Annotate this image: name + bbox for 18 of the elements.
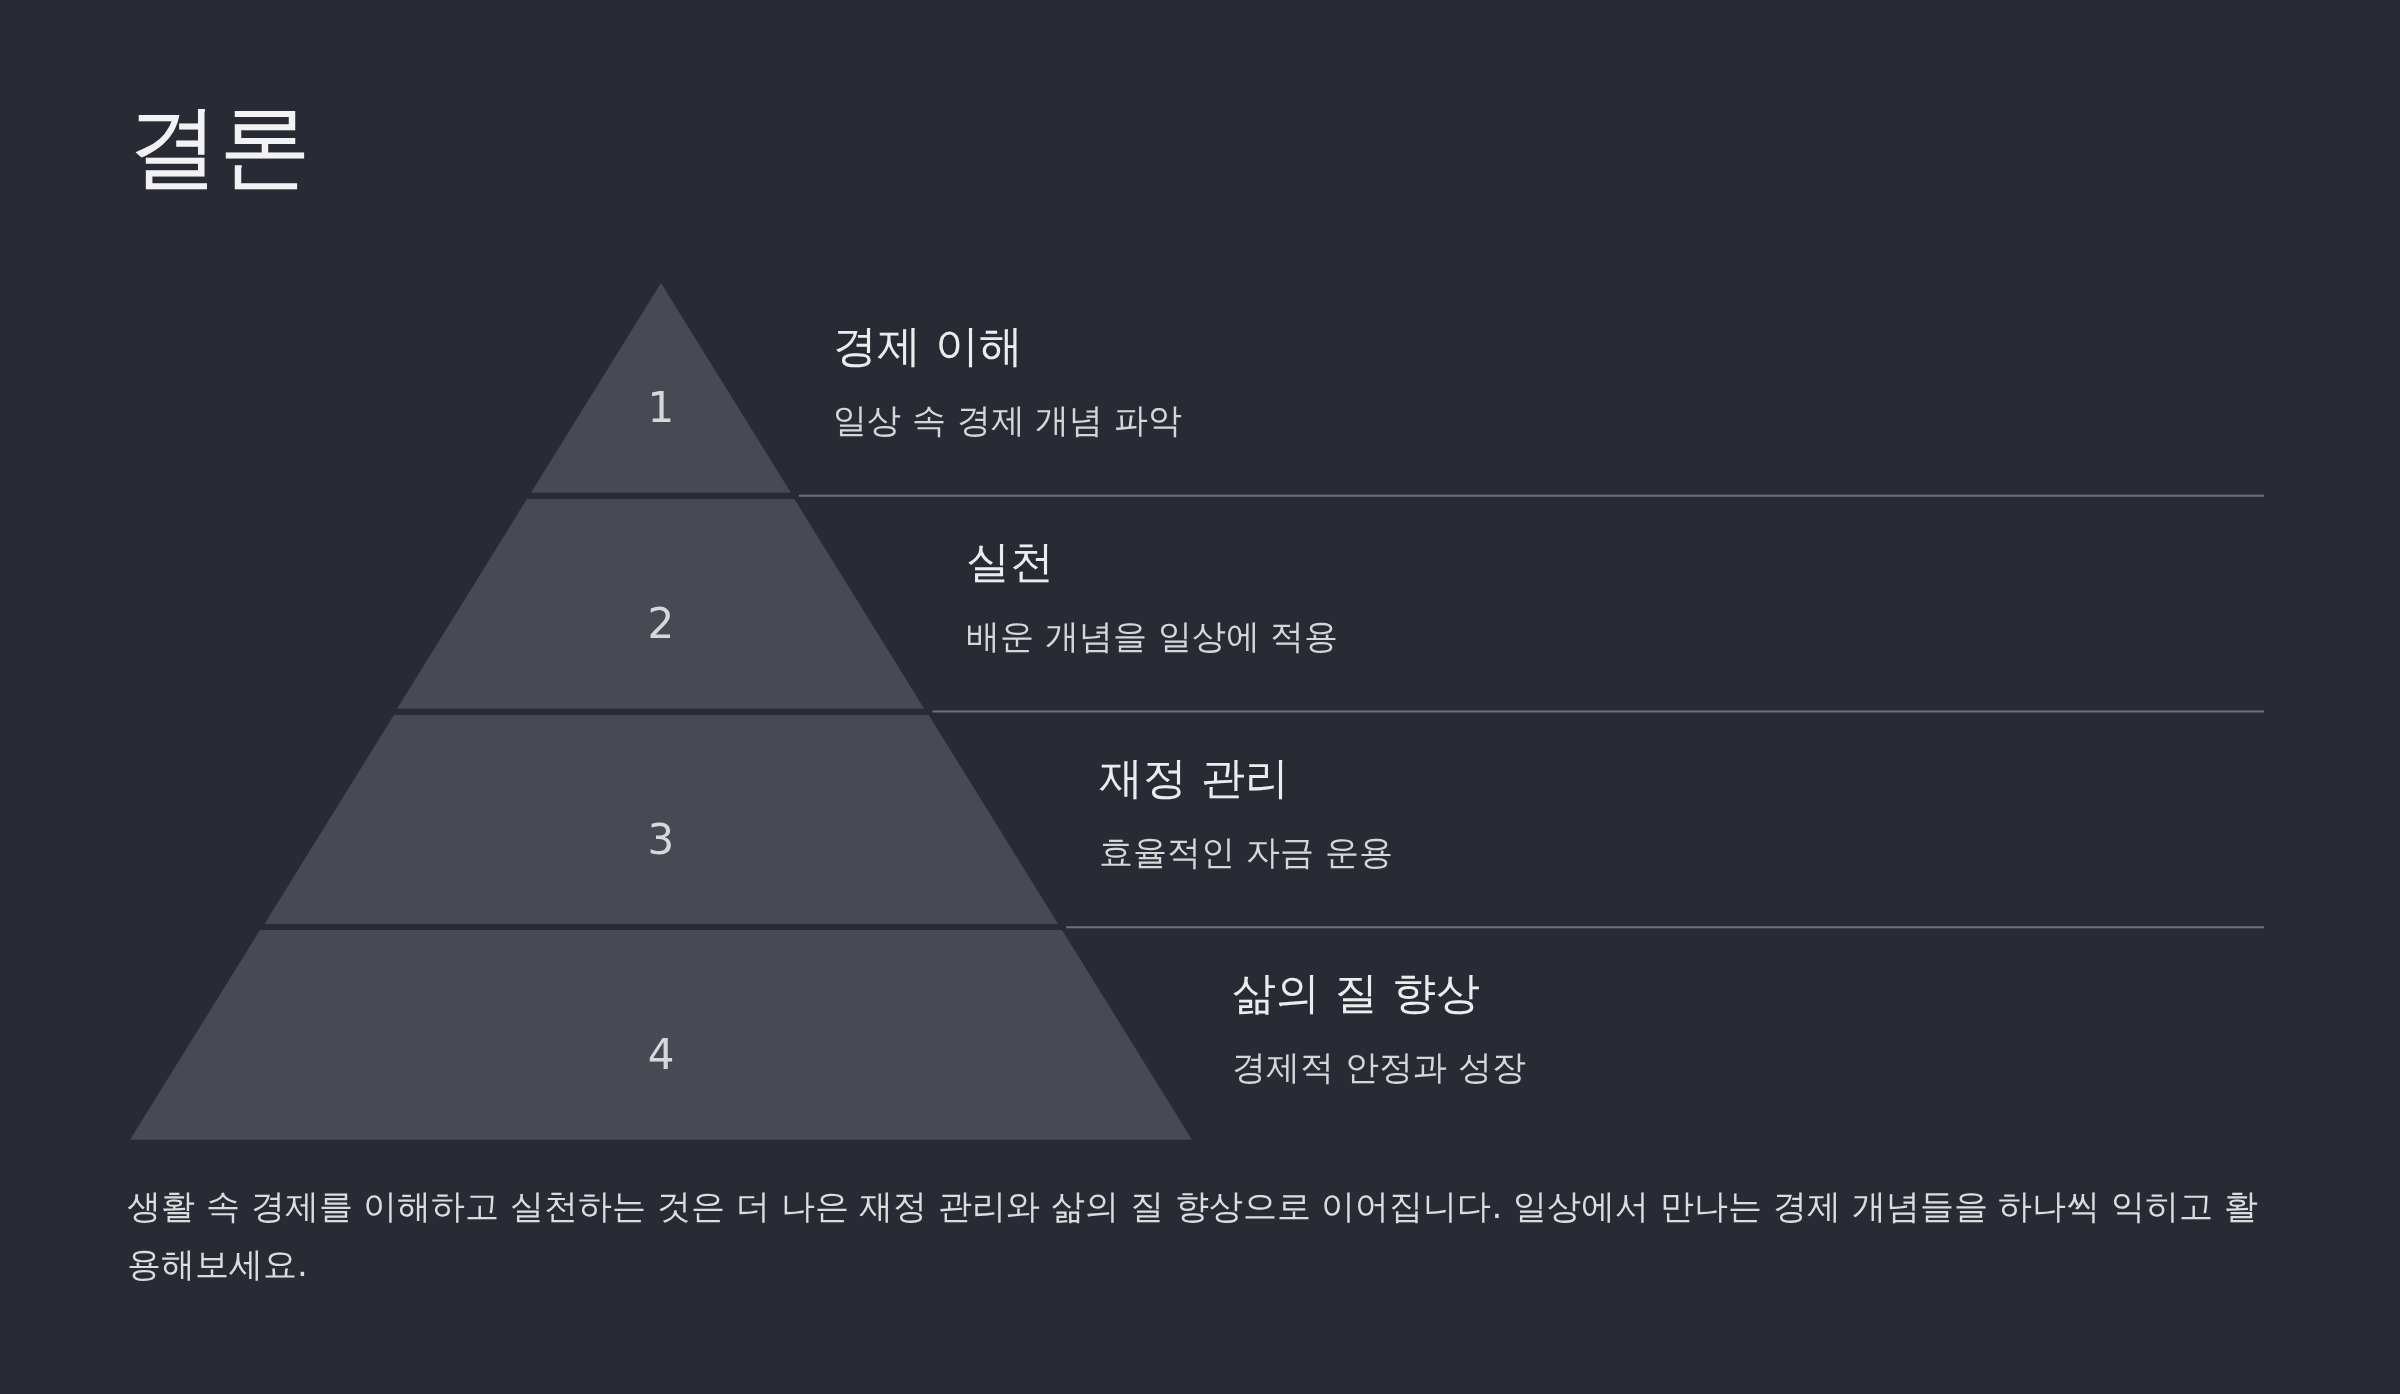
- slide-title: 결론: [127, 92, 311, 202]
- layer-heading: 실천: [966, 534, 1054, 589]
- layer-heading: 경제 이해: [833, 319, 1023, 373]
- layer-description: 배운 개념을 일상에 적용: [966, 614, 1339, 658]
- layer-heading: 재정 관리: [1099, 750, 1289, 805]
- layer-number: 3: [647, 814, 675, 865]
- layer-number: 1: [647, 383, 675, 434]
- layer-number: 2: [647, 598, 675, 649]
- pyramid-layer: [263, 714, 1059, 925]
- summary-paragraph: 생활 속 경제를 이해하고 실천하는 것은 더 나은 재정 관리와 삶의 질 향상으로 이어집니다. 일상에서 만나는 경제 개념들을 하나씩 익히고 활용해보세요.: [127, 1185, 2259, 1286]
- layer-number: 4: [647, 1030, 675, 1081]
- layer-description: 경제적 안정과 성장: [1232, 1046, 1526, 1090]
- pyramid-layer: [130, 930, 1192, 1140]
- pyramid-layer: [397, 498, 925, 709]
- pyramid-layer: [531, 283, 791, 493]
- layer-description: 효율적인 자금 운용: [1099, 830, 1393, 874]
- layer-description: 일상 속 경제 개념 파악: [833, 399, 1183, 442]
- layer-heading: 삶의 질 향상: [1232, 966, 1480, 1021]
